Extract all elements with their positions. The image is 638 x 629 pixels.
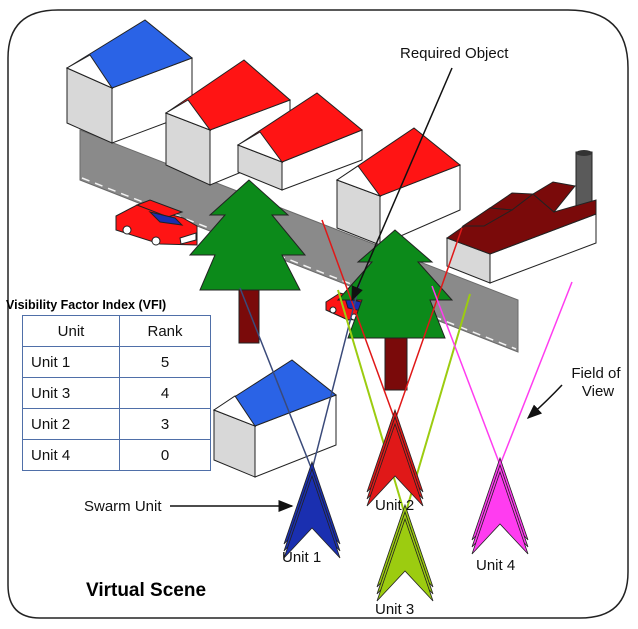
swarm-unit-2 <box>366 408 424 507</box>
vfi-cell-unit: Unit 4 <box>22 439 120 471</box>
vfi-cell-rank: 0 <box>119 439 211 471</box>
vfi-header-unit: Unit <box>22 315 120 347</box>
vfi-header-row: Unit Rank <box>22 315 211 347</box>
vfi-row: Unit 2 3 <box>22 408 211 440</box>
swarm-unit-4 <box>471 456 529 555</box>
required-object-label: Required Object <box>400 45 509 62</box>
house-red-3 <box>335 127 461 246</box>
swarm-unit-3 <box>376 503 434 602</box>
fov-unit-2 <box>321 219 463 421</box>
house-blue-bottom <box>212 359 337 478</box>
field-of-view-arrow <box>526 384 563 420</box>
vfi-cell-unit: Unit 2 <box>22 408 120 440</box>
vfi-row: Unit 4 0 <box>22 439 211 471</box>
swarm-unit-chevron <box>376 517 434 602</box>
car-left <box>115 199 198 246</box>
vfi-cell-rank: 4 <box>119 377 211 409</box>
unit-2-label: Unit 2 <box>375 497 414 514</box>
vfi-panel: Visibility Factor Index (VFI) Unit Rank … <box>6 298 228 471</box>
required-object-arrow <box>351 67 453 302</box>
swarm-units <box>283 408 529 602</box>
field-of-view-line-1: Field of <box>571 365 621 382</box>
vfi-cell-unit: Unit 1 <box>22 346 120 378</box>
swarm-unit-1 <box>283 460 341 559</box>
fov-unit-1 <box>239 281 361 471</box>
vfi-table: Unit Rank Unit 1 5 Unit 3 4 Unit 2 3 Uni… <box>22 315 211 471</box>
vfi-cell-rank: 5 <box>119 346 211 378</box>
tree-right <box>336 229 454 391</box>
vfi-header-rank: Rank <box>119 315 211 347</box>
vfi-row: Unit 1 5 <box>22 346 211 378</box>
unit-4-label: Unit 4 <box>476 557 515 574</box>
virtual-scene-title: Virtual Scene <box>86 580 206 601</box>
factory <box>445 150 597 284</box>
vfi-row: Unit 3 4 <box>22 377 211 409</box>
vfi-cell-rank: 3 <box>119 408 211 440</box>
fov-unit-4 <box>431 281 573 466</box>
unit-3-label: Unit 3 <box>375 601 414 618</box>
vfi-cell-unit: Unit 3 <box>22 377 120 409</box>
swarm-unit-chevron <box>283 474 341 559</box>
house-blue-top <box>65 19 193 144</box>
swarm-unit-label: Swarm Unit <box>84 498 162 515</box>
swarm-unit-chevron <box>471 470 529 555</box>
field-of-view-line-2: View <box>582 383 614 400</box>
vfi-title: Visibility Factor Index (VFI) <box>6 298 167 312</box>
tree-left <box>188 179 307 344</box>
field-of-view-label: Field of View <box>571 365 624 400</box>
unit-1-label: Unit 1 <box>282 549 321 566</box>
house-red-2 <box>236 92 363 191</box>
swarm-unit-chevron <box>366 422 424 507</box>
